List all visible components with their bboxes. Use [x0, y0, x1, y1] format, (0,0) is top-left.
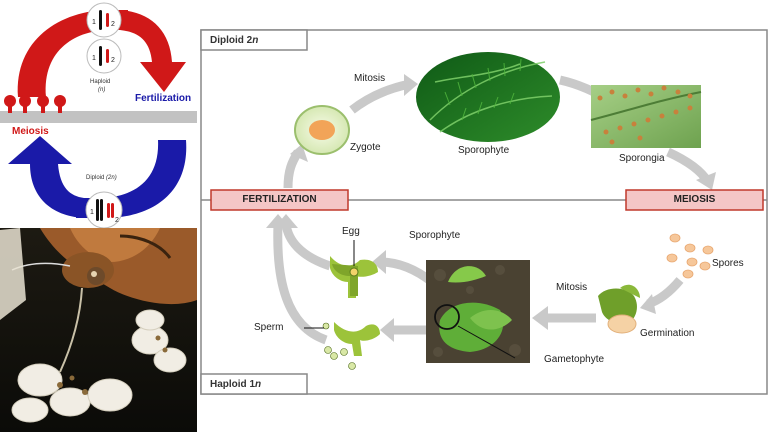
meiosis-banner-box: [625, 189, 764, 211]
arrow-egg-to-fertilization: [281, 223, 332, 271]
sperm-antheridium-image: [304, 322, 380, 370]
fern-sporophyte-image: [416, 52, 560, 142]
gametophyte-highlight-circle: [434, 304, 460, 330]
fertilization-banner-label: FERTILIZATION: [242, 194, 317, 205]
diploid-tab: [200, 29, 308, 51]
haploid-cell-middle: [86, 38, 122, 74]
meiosis-banner-label: MEIOSIS: [673, 194, 716, 205]
chromosome-cycle-diagram: 1 2 1 2 1 2: [0, 2, 197, 229]
gametophyte-photo: [426, 260, 530, 363]
sporophyte-top-label: Sporophyte: [458, 145, 510, 156]
sporangia-image: [590, 85, 702, 148]
haploid-tab-text: Haploid 1: [210, 379, 256, 390]
chrom-number-2-dip: 2: [115, 217, 119, 224]
germination-image: [598, 284, 640, 334]
diploid-tab-n: n: [252, 35, 259, 46]
chromosomes-middle: [99, 46, 109, 66]
chrom-number-2-mid: 2: [111, 57, 115, 64]
spores-image: [666, 233, 714, 279]
haploid-tab-n: n: [255, 379, 262, 390]
egg-archegonium-image: [330, 240, 378, 298]
zygote-label: Zygote: [350, 142, 381, 153]
meiosis-arrow-body: [8, 136, 84, 218]
fertilization-arrow-body: [120, 10, 186, 92]
haploid-cell-top: [86, 2, 122, 38]
fern-life-cycle-diagram: [200, 29, 768, 395]
haploid-label: Haploid: [90, 79, 111, 85]
gametophyte-label: Gametophyte: [544, 354, 605, 365]
sporophyte-bottom-label: Sporophyte: [409, 230, 461, 241]
haploid-n-label: (n): [98, 87, 106, 93]
generation-divider-bar: [0, 111, 197, 123]
fertilization-arrow: [17, 10, 128, 97]
chrom-number-1-mid: 1: [92, 55, 96, 62]
diploid-tab-text: Diploid 2: [210, 35, 253, 46]
sporongia-label: Sporongia: [619, 153, 665, 164]
chromosomes-top: [99, 10, 109, 30]
sperm-label: Sperm: [254, 322, 284, 333]
spores-label: Spores: [712, 258, 744, 269]
diploid-label: Diploid (2n): [86, 175, 117, 181]
diploid-tab-label: Diploid 2n: [210, 35, 258, 46]
diploid-2n: (2n): [106, 175, 117, 181]
fertilization-banner-box: [210, 189, 349, 211]
mitosis-bottom-label: Mitosis: [556, 282, 588, 293]
arrow-sperm-to-fertilization: [273, 223, 328, 345]
meiosis-label: Meiosis: [12, 126, 49, 137]
zygote-image: [294, 105, 350, 155]
chrom-number-1-top: 1: [92, 19, 96, 26]
gamete-icons: [4, 95, 66, 113]
mitosis-top-label: Mitosis: [354, 73, 386, 84]
germination-label: Germination: [640, 328, 695, 339]
chrom-number-1-dip: 1: [90, 209, 94, 216]
egg-label: Egg: [342, 226, 360, 237]
chrom-number-2-top: 2: [111, 21, 115, 28]
diploid-word: Diploid: [86, 175, 105, 181]
chromosomes-diploid: [96, 199, 114, 221]
haploid-tab: [200, 373, 308, 395]
haploid-tab-label: Haploid 1n: [210, 379, 261, 390]
fertilization-label: Fertilization: [135, 93, 192, 104]
butterfly-photo: [0, 228, 197, 432]
